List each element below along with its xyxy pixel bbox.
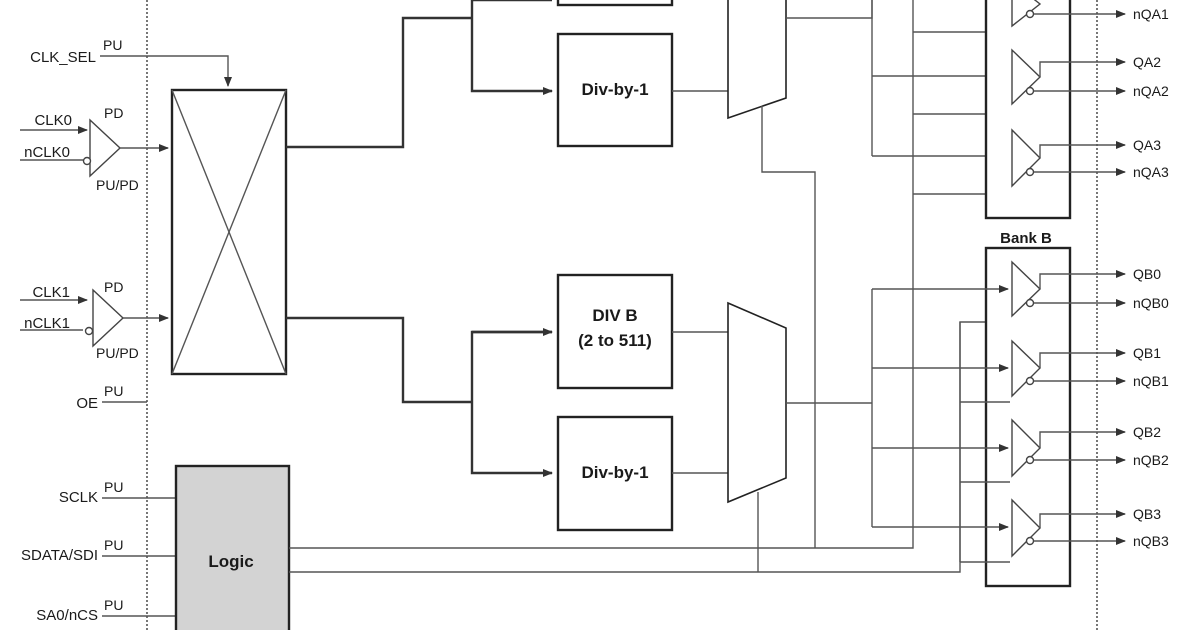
bank-a-box — [984, 0, 1072, 220]
div-a1-block — [556, 32, 674, 148]
nqa2-label: nQA2 — [1133, 83, 1169, 99]
nqb3-label: nQB3 — [1133, 533, 1169, 549]
sdata-pull: PU — [104, 537, 123, 553]
div-a1-label: Div-by-1 — [581, 80, 648, 99]
sa0-pull: PU — [104, 597, 123, 613]
bank-a-fork-wire — [470, 0, 553, 95]
div-a-top-block — [556, 0, 674, 7]
sclk-label: SCLK — [59, 489, 98, 506]
nqb1-label: nQB1 — [1133, 373, 1169, 389]
clk-sel-wire — [100, 55, 232, 87]
div-b-label-line1: DIV B — [592, 306, 637, 325]
qb2-label: QB2 — [1133, 424, 1161, 440]
clk-sel-label: CLK_SEL — [30, 49, 96, 66]
clk0-invert-bubble — [82, 156, 92, 166]
bank-b-buffer-2-bubble — [1025, 455, 1035, 465]
qa2-wire — [1039, 58, 1126, 77]
bank-b-buffer-3-bubble — [1025, 536, 1035, 546]
bank-a-mux-select — [761, 106, 816, 548]
bank-b-fork-wire — [470, 330, 553, 477]
clk1-input-buffer — [92, 288, 125, 348]
clk-sel-pull: PU — [103, 37, 122, 53]
qb0-label: QB0 — [1133, 266, 1161, 282]
bank-a-output-mux — [727, 0, 787, 120]
clk1-pull-bottom: PU/PD — [96, 345, 139, 361]
nqa3-label: nQA3 — [1133, 164, 1169, 180]
nclk1-label: nCLK1 — [24, 315, 70, 332]
oe-label: OE — [76, 395, 98, 412]
qa3-label: QA3 — [1133, 137, 1161, 153]
qb3-label: QB3 — [1133, 506, 1161, 522]
div-b1-block — [556, 415, 674, 532]
clk0-pull-top: PD — [104, 105, 123, 121]
qb1-label: QB1 — [1133, 345, 1161, 361]
qa2-label: QA2 — [1133, 54, 1161, 70]
qb3-wire — [1039, 510, 1126, 528]
clk0-pull-bottom: PU/PD — [96, 177, 139, 193]
clk0-input-buffer — [89, 118, 122, 178]
qa3-wire — [1039, 141, 1126, 158]
logic-block — [174, 464, 291, 630]
clk1-pull-top: PD — [104, 279, 123, 295]
nqb2-label: nQB2 — [1133, 452, 1169, 468]
bank-b-title: Bank B — [1000, 230, 1052, 247]
bank-a-buffer-1-bubble — [1025, 9, 1035, 19]
mux-to-bank-b-wire — [286, 316, 472, 404]
bank-a-fanout-wire — [786, 0, 873, 19]
bank-b-buffer-0-bubble — [1025, 298, 1035, 308]
logic-label: Logic — [208, 552, 253, 571]
nclk0-label: nCLK0 — [24, 144, 70, 161]
sa0-label: SA0/nCS — [36, 607, 98, 624]
bank-b-buffer-1-bubble — [1025, 376, 1035, 386]
clk1-invert-bubble — [84, 326, 94, 336]
bank-a-buffer-2-bubble — [1025, 86, 1035, 96]
clk0-label: CLK0 — [34, 112, 72, 129]
oe-pull: PU — [104, 383, 123, 399]
input-mux-diagonal-2 — [171, 89, 287, 375]
nqa1-label: nQA1 — [1133, 6, 1169, 22]
bank-a-buffer-3-bubble — [1025, 167, 1035, 177]
div-b-block — [556, 273, 674, 390]
mux-to-bank-a-wire — [286, 16, 472, 149]
logic-control-bus-a — [289, 0, 914, 549]
qb0-wire — [1039, 270, 1126, 289]
sclk-pull: PU — [104, 479, 123, 495]
nqb0-label: nQB0 — [1133, 295, 1169, 311]
sdata-label: SDATA/SDI — [21, 547, 98, 564]
qb1-wire — [1039, 349, 1126, 368]
clk1-label: CLK1 — [32, 284, 70, 301]
bank-b-buffer-2 — [1011, 418, 1041, 478]
div-b-label-line2: (2 to 511) — [578, 331, 652, 350]
qb2-wire — [1039, 428, 1126, 448]
bank-b-output-mux — [727, 301, 787, 504]
div-b1-label: Div-by-1 — [581, 463, 648, 482]
